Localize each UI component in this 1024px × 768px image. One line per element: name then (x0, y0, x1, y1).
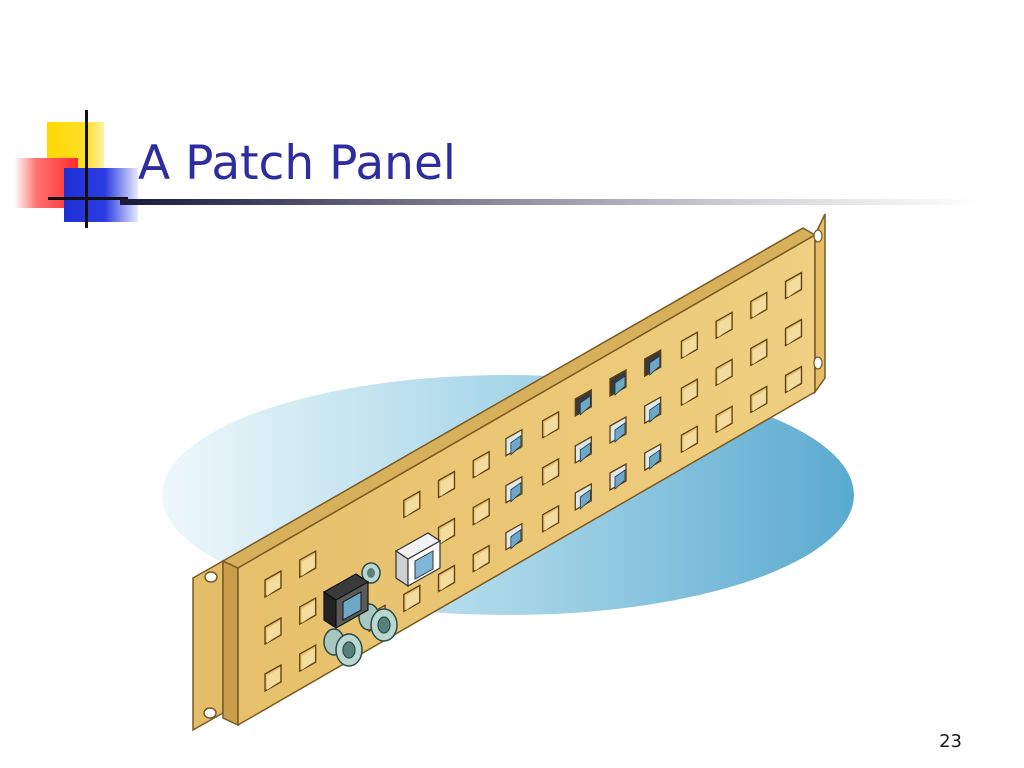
rj45-port-icon (322, 573, 370, 630)
panel-hole (472, 497, 490, 526)
panel-hole (715, 311, 733, 340)
rj45-port-icon (505, 522, 523, 551)
panel-hole (299, 549, 317, 579)
panel-hole (437, 517, 456, 546)
rj45-port-icon (574, 482, 592, 512)
panel-hole (403, 490, 421, 519)
panel-hole (680, 331, 699, 360)
rj45-port-icon (609, 415, 627, 445)
panel-hole (403, 584, 421, 613)
coax-jack-icon (361, 562, 381, 584)
panel-hole (541, 410, 560, 439)
rj45-port-icon (505, 428, 523, 457)
panel-hole (299, 643, 317, 673)
panel-hole (750, 385, 768, 414)
rack-ear-left-hole-top (204, 571, 218, 583)
rj45-port-icon (644, 395, 662, 425)
panel-hole (715, 405, 733, 434)
panel-hole (541, 457, 560, 486)
panel-hole (264, 616, 282, 646)
panel-hole (437, 470, 456, 499)
rj45-port-icon (394, 532, 442, 588)
logo-vertical-line (85, 110, 88, 228)
logo-horizontal-line (48, 197, 128, 200)
panel-hole (784, 271, 803, 300)
title-underline (120, 199, 980, 205)
panel-hole (715, 358, 733, 387)
panel-hole (680, 425, 699, 454)
rj45-port-icon (609, 462, 627, 492)
rj45-port-icon (644, 348, 662, 378)
rack-ear-right-hole-bottom (813, 356, 823, 370)
panel-hole (264, 569, 282, 599)
panel-hole (472, 544, 490, 573)
rj45-port-icon (644, 442, 662, 472)
rj45-port-icon (574, 388, 592, 418)
panel-hole (784, 365, 803, 394)
rack-ear-left (192, 559, 224, 732)
panel-side (222, 559, 239, 727)
panel-hole (680, 378, 699, 407)
logo-blue-square (64, 168, 138, 222)
panel-hole (472, 450, 490, 479)
rack-ear-left-hole-bottom (203, 707, 217, 719)
panel-hole (784, 318, 803, 347)
panel-hole (299, 596, 317, 626)
panel-hole (541, 504, 560, 533)
page-number: 23 (939, 731, 962, 752)
slide-title: A Patch Panel (138, 136, 456, 191)
rack-ear-right-hole-top (813, 229, 823, 243)
patch-panel (192, 213, 826, 732)
rj45-port-icon (609, 368, 627, 398)
panel-hole (264, 663, 282, 693)
panel-hole (437, 564, 456, 593)
panel-hole (750, 291, 768, 320)
rj45-port-icon (505, 475, 523, 504)
port-grid (264, 271, 803, 693)
rj45-port-icon (574, 435, 592, 465)
rack-ear-right (814, 213, 826, 395)
panel-hole (750, 338, 768, 367)
bnc-connector-icon (323, 628, 363, 667)
